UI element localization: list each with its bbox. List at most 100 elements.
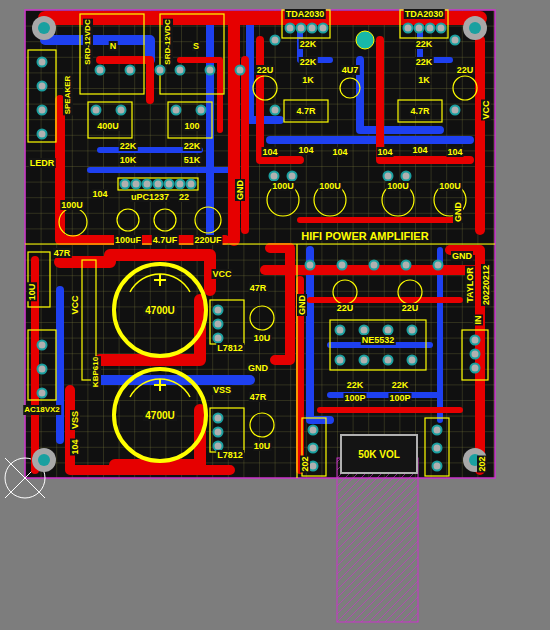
silk-label: 100uF: [114, 235, 142, 245]
silk-label: 100U: [271, 181, 295, 191]
pad: [38, 82, 47, 91]
silk-label: N: [109, 41, 118, 51]
silk-label: 104: [297, 145, 314, 155]
silk-label: GND: [247, 363, 269, 373]
pad: [214, 414, 223, 423]
pad: [38, 365, 47, 374]
silk-label: L7812: [216, 450, 244, 460]
silk-label: 22K: [119, 141, 138, 151]
bottom-trace: [437, 250, 443, 420]
silk-label: 4U7: [341, 65, 360, 75]
pads: [38, 24, 480, 471]
pad: [96, 66, 105, 75]
pad: [433, 462, 442, 471]
pad: [154, 180, 163, 189]
silk-label: 22U: [336, 303, 355, 313]
board-title: HIFI POWER AMPLIFIER: [300, 231, 429, 241]
pad: [214, 306, 223, 315]
pad: [38, 389, 47, 398]
bottom-trace: [56, 290, 64, 440]
bottom-trace: [90, 167, 230, 173]
silk-label: 100P: [388, 393, 411, 403]
pad: [426, 24, 435, 33]
hatch-stroke: [417, 621, 418, 622]
pad: [214, 320, 223, 329]
pad: [451, 106, 460, 115]
top-trace: [180, 60, 220, 130]
hatch-stroke: [361, 565, 418, 622]
pad: [384, 326, 393, 335]
pad: [319, 24, 328, 33]
silk-label: 47R: [249, 283, 268, 293]
capacitor-outline: 4700U: [112, 262, 208, 358]
pad: [471, 336, 480, 345]
silk-label: 22K: [391, 380, 410, 390]
silk-label: NE5532: [361, 335, 396, 345]
silk-label: 104: [411, 145, 428, 155]
pad: [451, 36, 460, 45]
pad: [176, 180, 185, 189]
silk-label: 100U: [438, 181, 462, 191]
silkscreen: [25, 10, 495, 478]
silk-label: 22K: [183, 141, 202, 151]
hatch-stroke: [393, 597, 418, 622]
silk-label: 22U: [401, 303, 420, 313]
pot-shaft-outline: [337, 458, 418, 622]
top-trace: [228, 18, 240, 240]
pad: [286, 24, 295, 33]
top-trace: [241, 60, 249, 230]
silk-label: KBP610: [91, 356, 101, 388]
pad: [433, 444, 442, 453]
top-trace: [270, 248, 290, 360]
silk-label: 47R: [53, 248, 72, 258]
pad: [336, 326, 345, 335]
pad: [408, 326, 417, 335]
pad: [360, 356, 369, 365]
pad: [126, 66, 135, 75]
pad: [271, 36, 280, 45]
silk-label: 1K: [417, 75, 431, 85]
part-value: 50K VOL: [356, 449, 402, 460]
silk-label: 4.7R: [295, 106, 316, 116]
bottom-trace: [360, 60, 440, 130]
pad: [408, 356, 417, 365]
top-trace: [300, 217, 460, 223]
pad: [415, 24, 424, 33]
silk-label: 100P: [343, 393, 366, 403]
pad: [38, 58, 47, 67]
silk-label: GND: [235, 179, 245, 201]
pad: [434, 261, 443, 270]
pad: [38, 341, 47, 350]
silk-label: 104: [70, 438, 80, 455]
silk-label: 1K: [301, 75, 315, 85]
pad: [197, 106, 206, 115]
hatch-stroke: [409, 613, 418, 622]
potentiometer-box: 50K VOL: [340, 434, 418, 474]
silk-label: 10K: [119, 155, 138, 165]
board-outline: [25, 10, 495, 478]
silk-label: VCC: [70, 294, 80, 315]
pad: [117, 106, 126, 115]
pad: [92, 106, 101, 115]
silk-label: 202: [300, 455, 310, 472]
hatch-stroke: [345, 549, 418, 622]
pad: [370, 261, 379, 270]
pad: [437, 24, 446, 33]
pad: [471, 364, 480, 373]
pad: [308, 24, 317, 33]
hatch-stroke: [337, 501, 418, 582]
top-trace: [320, 407, 460, 413]
silk-label: 100U: [318, 181, 342, 191]
silk-label: 100U: [60, 200, 84, 210]
hatch-stroke: [353, 557, 418, 622]
silk-label: SRD-12VDC: [83, 18, 93, 65]
silk-label: 100: [183, 121, 200, 131]
pad: [38, 106, 47, 115]
silk-label: GND: [453, 201, 463, 223]
pad: [402, 261, 411, 270]
silk-label: 47R: [249, 392, 268, 402]
silk-label: 22K: [415, 39, 434, 49]
pad: [309, 444, 318, 453]
pad: [214, 428, 223, 437]
